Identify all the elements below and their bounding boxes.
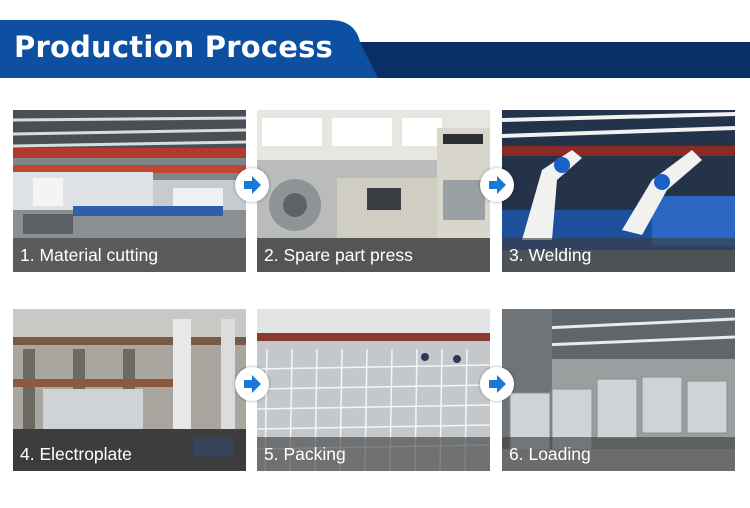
arrow-right-icon <box>480 367 514 401</box>
caption-bar: 1. Material cutting <box>13 238 246 272</box>
page-title: Production Process <box>14 30 334 64</box>
step-1-label: 1. Material cutting <box>20 245 159 265</box>
header-banner: Production Process <box>0 0 750 80</box>
step-4-tile: 4. Electroplate <box>13 309 246 471</box>
step-3-label: 3. Welding <box>509 245 592 265</box>
caption-bar: 4. Electroplate <box>13 437 246 471</box>
step-4-label: 4. Electroplate <box>20 444 132 464</box>
step-6-label: 6. Loading <box>509 444 591 464</box>
caption-bar: 2. Spare part press <box>257 238 490 272</box>
arrow-right-icon <box>235 367 269 401</box>
step-5-tile: 5. Packing <box>257 309 490 471</box>
step-2-label: 2. Spare part press <box>264 245 413 265</box>
step-2-tile: 2. Spare part press <box>257 110 490 272</box>
arrow-right-icon <box>235 168 269 202</box>
caption-bar: 5. Packing <box>257 437 490 471</box>
step-5-label: 5. Packing <box>264 444 346 464</box>
arrow-right-icon <box>480 168 514 202</box>
step-6-tile: 6. Loading <box>502 309 735 471</box>
step-1-tile: 1. Material cutting <box>13 110 246 272</box>
step-3-tile: 3. Welding <box>502 110 735 272</box>
caption-bar: 3. Welding <box>502 238 735 272</box>
caption-bar: 6. Loading <box>502 437 735 471</box>
